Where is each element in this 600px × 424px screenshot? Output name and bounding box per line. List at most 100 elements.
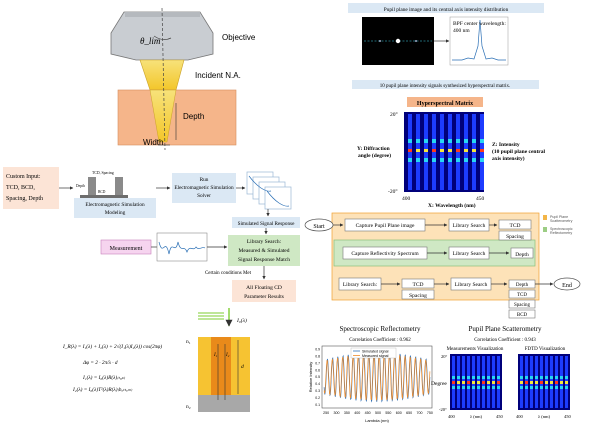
- scatter-band-upper: [487, 376, 490, 379]
- scatter-band-lower: [477, 386, 480, 389]
- scatter-band-center: [540, 381, 543, 384]
- scatter-band-lower: [550, 386, 553, 389]
- library-search-line-3: Signal Response Match: [238, 257, 290, 263]
- scatter-right-x-label: λ (nm): [538, 414, 551, 419]
- scatter-band-upper: [520, 376, 523, 379]
- scatter-band-upper: [472, 376, 475, 379]
- matrix-band-center: [432, 149, 436, 152]
- parameter-results-line-1: All Floating CD: [246, 285, 282, 291]
- measurement-signal: [158, 241, 206, 255]
- matrix-band-upper: [456, 139, 460, 143]
- reflectometry-chart: Spectroscopic Reflectometry Correlation …: [308, 325, 433, 423]
- scatter-band-upper: [550, 376, 553, 379]
- reflect-y-ticks: 0.90.80.70.60.50.40.30.20.1: [315, 348, 320, 407]
- legend-sim-label: Simulated signal: [362, 350, 389, 354]
- bpf-label-line-1: BPF center wavelength:: [453, 21, 506, 27]
- tcd-1-box: [498, 219, 532, 230]
- grating-base: [80, 195, 128, 198]
- x-tick-label: 650: [406, 411, 412, 415]
- theta-arc: [153, 35, 172, 40]
- scatter-band-center: [467, 381, 470, 384]
- x-tick-label: 600: [396, 411, 402, 415]
- library-search-box: [228, 235, 300, 266]
- depth-beam: [149, 89, 177, 143]
- em-modeling-box: [74, 198, 156, 218]
- spacing-1-label: Spacing: [506, 234, 524, 240]
- matrix-x-left: 400: [402, 196, 411, 202]
- incident-beam: [139, 59, 185, 91]
- library-search-4-label: Library Search: [455, 282, 488, 288]
- scatter-band-center: [560, 381, 563, 384]
- legend-spec-swatch: [543, 227, 547, 232]
- scatter-band-lower: [487, 386, 490, 389]
- scatter-band-center: [482, 381, 485, 384]
- equation-2: Δφ = 2 · 2π/λ · d: [82, 360, 118, 366]
- matrix-x-right: 450: [476, 196, 485, 202]
- matrix-band-center: [440, 149, 444, 152]
- scatter-band-lower: [545, 386, 548, 389]
- scatter-left-x-right: 450: [496, 414, 504, 419]
- solver-line-1: Run: [200, 177, 209, 183]
- scatter-band-center: [525, 381, 528, 384]
- matrix-band-lower: [448, 158, 452, 162]
- synth-title-box: [352, 80, 539, 89]
- matrix-title: Hyperspectral Matrix: [417, 101, 473, 107]
- scatter-band-center: [487, 381, 490, 384]
- pupil-section: Pupil plane image and its central axis i…: [348, 3, 545, 209]
- y-tick-label: 0.6: [315, 368, 320, 372]
- library-search-line-1: Library Search:: [247, 239, 282, 245]
- spacing-2-box: [401, 289, 435, 300]
- x-tick-label: 500: [375, 411, 381, 415]
- substrate-layer: [198, 395, 250, 412]
- tcd-2-box: [401, 278, 435, 289]
- workflow-diagram: Custom Input: TCD, BCD, Spacing, Depth E…: [3, 167, 300, 302]
- synth-title: 10 pupil plane intensity signals synthes…: [380, 84, 511, 89]
- matrix-band-lower: [432, 158, 436, 162]
- scatter-y-top: 20°: [441, 354, 448, 359]
- matrix-band-upper: [480, 139, 484, 143]
- matrix-y-bottom: -20°: [388, 188, 398, 195]
- matrix-y-top: 20°: [390, 111, 398, 118]
- y-tick-label: 0.2: [315, 396, 320, 400]
- tcd-3-label: TCD: [517, 293, 527, 298]
- objective-label: Objective: [222, 33, 256, 42]
- measurement-flow: Start Capture Pupil Plane image Library …: [304, 212, 581, 319]
- interference-panel: I₀(λ) I₁ I₂ d n₁ n₂ I_R(λ) = I₁(λ) + I₂(…: [62, 308, 250, 412]
- scatter-band-center: [530, 381, 533, 384]
- matrix-band-upper: [432, 139, 436, 143]
- objective-lens-shape: [110, 11, 214, 61]
- matrix-band-upper: [464, 139, 468, 143]
- scatter-band-upper: [535, 376, 538, 379]
- matrix-band-center: [480, 149, 484, 152]
- tcd-2-label: TCD: [413, 282, 424, 288]
- y-tick-label: 0.4: [315, 382, 320, 386]
- depth-small-label: Depth: [76, 184, 85, 188]
- scatter-band-center: [550, 381, 553, 384]
- hyperspectral-columns: [408, 114, 484, 190]
- x-tick-label: 750: [427, 411, 433, 415]
- scatter-band-lower: [467, 386, 470, 389]
- bpf-label-line-2: 400 nm: [453, 28, 470, 34]
- theta-label: θ_lim: [140, 36, 161, 46]
- em-modeling-line-1: Electromagnetic Simulation: [85, 202, 145, 208]
- capture-reflect-label: Capture Reflectivity Spectrum: [351, 250, 419, 257]
- n-bottom-label: n₂: [186, 404, 191, 410]
- legend-meas-label: Measured signal: [362, 354, 389, 358]
- substrate: [117, 89, 237, 146]
- spacing-3-label: Spacing: [514, 303, 531, 308]
- matrix-band-upper: [440, 139, 444, 143]
- conditions-met-label: Certain conditions Met: [205, 271, 252, 276]
- em-modeling-line-2: Modeling: [105, 210, 126, 216]
- solver-line-2: Electromagnetic Simulation: [174, 185, 234, 191]
- scatter-band-center: [462, 381, 465, 384]
- pupil-title-box: [348, 3, 544, 13]
- matrix-band-lower: [424, 158, 428, 162]
- x-tick-label: 250: [323, 411, 329, 415]
- legend-spec-line-1: Spectroscopic: [550, 227, 573, 231]
- scatter-y-label: Degree: [431, 381, 447, 387]
- spacing-3-box: [508, 299, 536, 309]
- incident-na-label: Incident N.A.: [195, 71, 241, 80]
- scatter-band-center: [520, 381, 523, 384]
- scatter-band-center: [535, 381, 538, 384]
